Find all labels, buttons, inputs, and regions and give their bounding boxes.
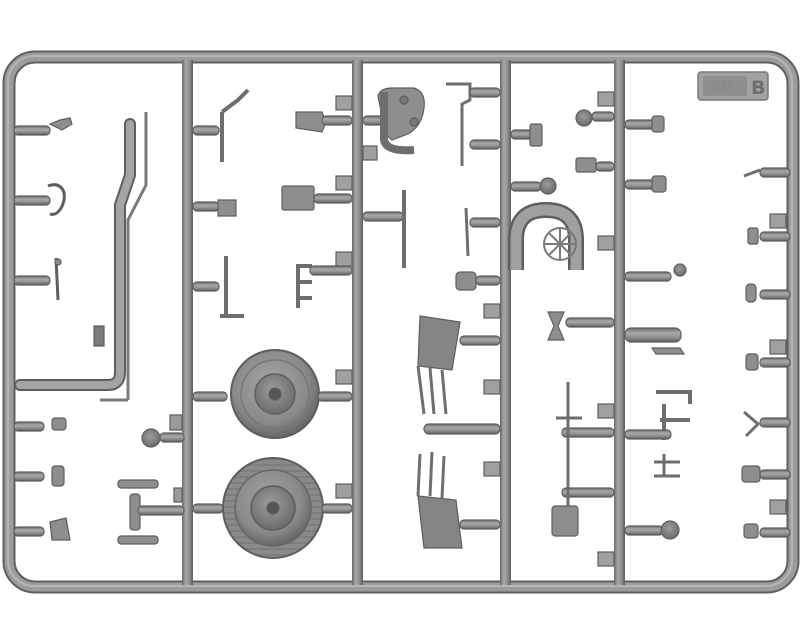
fan-part bbox=[543, 227, 577, 261]
section-two-parts bbox=[192, 88, 353, 559]
seat-upper bbox=[416, 315, 501, 415]
section-three-parts bbox=[362, 82, 501, 549]
wheel-lower bbox=[222, 457, 324, 559]
sprue-frame bbox=[2, 50, 800, 594]
sprue-letter: B bbox=[751, 77, 765, 99]
sprue-id-tag: ICM B bbox=[697, 71, 769, 101]
brand-logo: ICM bbox=[707, 78, 733, 94]
section-five-parts bbox=[624, 115, 791, 540]
left-section-parts bbox=[13, 112, 185, 545]
wheel-upper bbox=[230, 349, 320, 439]
vertical-runners bbox=[182, 60, 625, 585]
seat-lower bbox=[416, 451, 501, 549]
section-four-parts bbox=[508, 91, 615, 567]
